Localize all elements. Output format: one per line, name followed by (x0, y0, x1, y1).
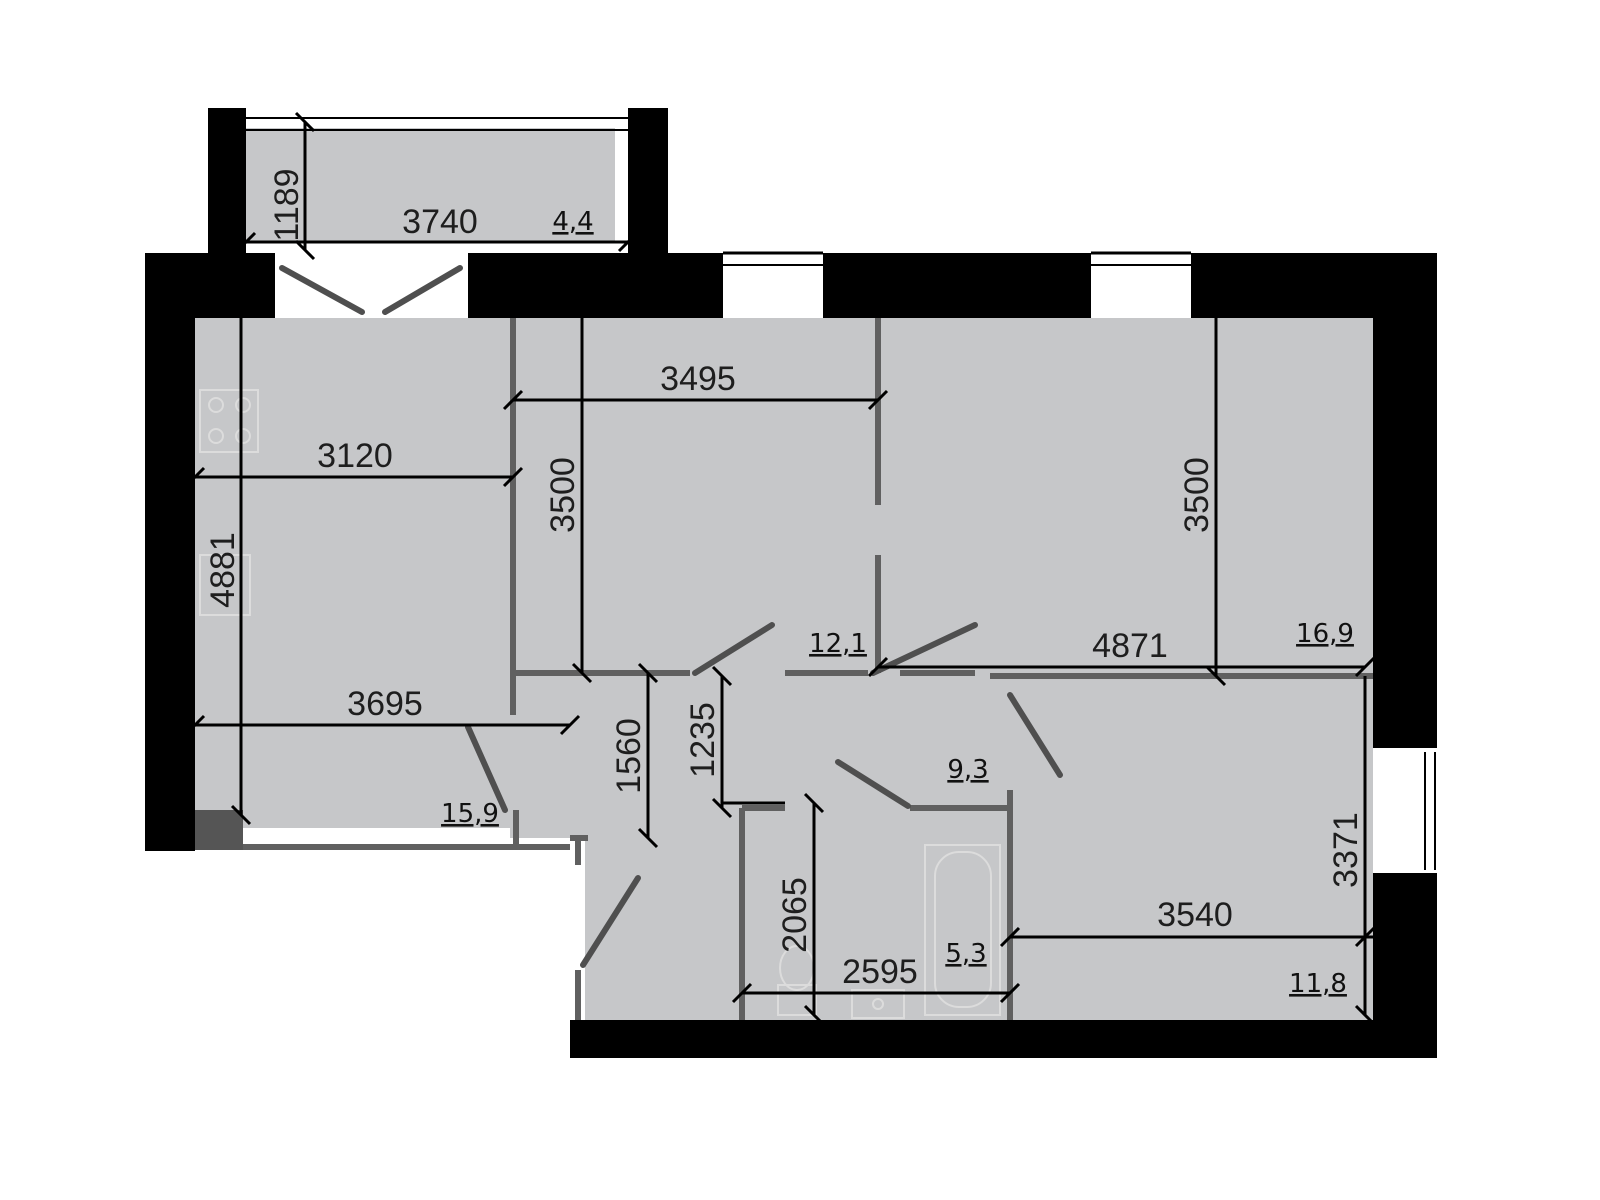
window-right (1373, 748, 1437, 873)
dim-large-height: 3500 (1178, 457, 1216, 533)
area-bathroom: 5,3 (945, 939, 986, 969)
area-bedroom-middle: 12,1 (809, 629, 867, 659)
interior-walls (243, 318, 1373, 1020)
dim-living-width-top: 3120 (317, 437, 393, 475)
area-labels: 4,4 15,9 12,1 16,9 9,3 5,3 11,8 (441, 207, 1354, 999)
balcony-door-opening (275, 262, 468, 318)
door-living (465, 724, 508, 813)
balcony-door-left (279, 265, 365, 315)
dim-corridor-length: 1560 (610, 718, 648, 794)
fixtures (199, 389, 1001, 1019)
bedroom-large-floor (878, 318, 1373, 673)
dim-corner-height: 3371 (1327, 812, 1365, 888)
floor-areas (195, 128, 1373, 1020)
top-wall-mid2 (823, 253, 1091, 318)
corner-column (195, 810, 243, 850)
dim-bath-height: 2065 (776, 877, 814, 953)
door-bathroom (835, 759, 911, 809)
door-entrance (580, 875, 641, 968)
window-top-2 (1091, 251, 1191, 318)
area-balcony: 4,4 (552, 207, 593, 237)
dim-middle-width: 3495 (660, 360, 736, 398)
dim-large-width: 4871 (1092, 627, 1168, 665)
balcony-wall-right (628, 108, 668, 253)
exterior-walls (145, 108, 1437, 1058)
dim-balcony-height: 1189 (268, 168, 306, 241)
top-wall-mid (468, 253, 723, 318)
door-large-bedroom (870, 622, 978, 676)
balcony-railing (246, 117, 628, 131)
dim-balcony-width: 3740 (402, 203, 478, 241)
living-kitchen-floor (195, 318, 510, 828)
balcony-wall-left (208, 108, 246, 253)
area-bedroom-corner: 11,8 (1289, 969, 1347, 999)
stove-icon (199, 389, 259, 453)
door-corner-bedroom (1007, 692, 1063, 778)
bathtub-icon (924, 844, 1001, 1016)
area-living-kitchen: 15,9 (441, 799, 499, 829)
bottom-wall (570, 1020, 1437, 1058)
window-top-1 (723, 251, 823, 318)
washbasin-icon (851, 989, 905, 1019)
right-wall-upper (1373, 253, 1437, 748)
dimension-lines (184, 111, 1376, 1026)
dim-corner-width: 3540 (1157, 896, 1233, 934)
sink-icon (199, 554, 251, 616)
dim-living-height: 4881 (204, 532, 242, 608)
left-wall (145, 253, 195, 851)
area-hall: 9,3 (947, 755, 988, 785)
dim-bath-width: 2595 (842, 953, 918, 991)
dim-living-width-bottom: 3695 (347, 685, 423, 723)
balcony-floor (245, 128, 615, 241)
doors (279, 265, 1063, 968)
bedroom-corner-floor (1010, 673, 1373, 1020)
balcony-door-right (382, 265, 463, 315)
windows (246, 117, 1437, 873)
door-middle-bedroom (692, 622, 775, 676)
dimension-labels: 1189 3740 4881 3120 3695 3495 3500 3500 … (204, 168, 1365, 991)
bedroom-middle-floor (510, 318, 878, 673)
area-bedroom-large: 16,9 (1296, 619, 1354, 649)
dim-middle-height: 3500 (544, 457, 582, 533)
dim-hall-height: 1235 (684, 702, 722, 778)
